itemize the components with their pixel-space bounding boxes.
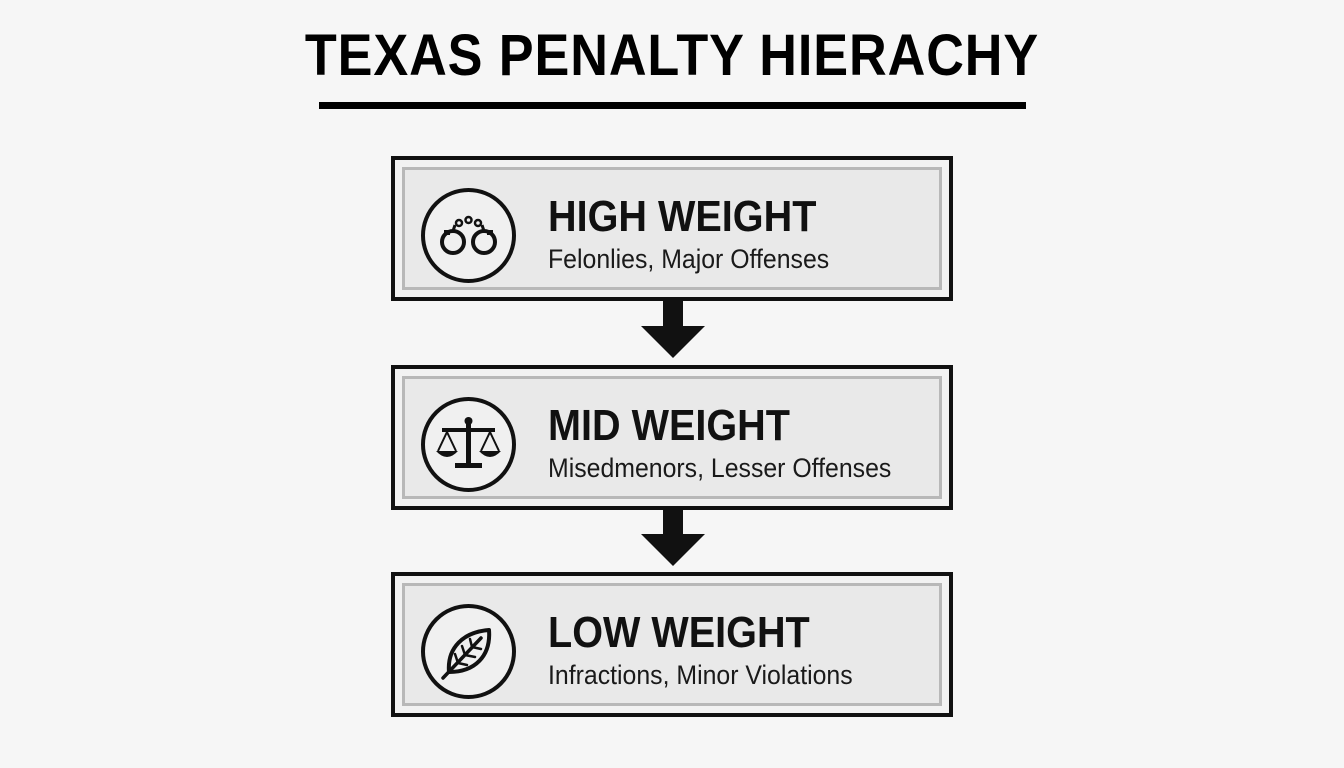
diagram-title: TEXAS PENALTY HIERACHY: [304, 23, 1040, 88]
tier-description: Infractions, Minor Violations: [548, 660, 853, 690]
tier-box-mid: MID WEIGHT Misedmenors, Lesser Offenses: [391, 365, 953, 510]
down-arrow-icon: [641, 298, 705, 360]
title-underline: [319, 102, 1026, 109]
tier-heading: MID WEIGHT: [548, 401, 790, 450]
tier-box-low: LOW WEIGHT Infractions, Minor Violations: [391, 572, 953, 717]
tier-heading: LOW WEIGHT: [548, 608, 810, 657]
tier-box-inner: MID WEIGHT Misedmenors, Lesser Offenses: [402, 376, 942, 499]
handcuffs-icon: [421, 188, 516, 283]
tier-description: Misedmenors, Lesser Offenses: [548, 453, 892, 483]
down-arrow-icon: [641, 506, 705, 568]
tier-description: Felonlies, Major Offenses: [548, 244, 830, 274]
tier-heading: HIGH WEIGHT: [548, 192, 817, 241]
tier-box-inner: LOW WEIGHT Infractions, Minor Violations: [402, 583, 942, 706]
tier-box-high: HIGH WEIGHT Felonlies, Major Offenses: [391, 156, 953, 301]
scales-of-justice-icon: [421, 397, 516, 492]
tier-box-inner: HIGH WEIGHT Felonlies, Major Offenses: [402, 167, 942, 290]
leaf-icon: [421, 604, 516, 699]
